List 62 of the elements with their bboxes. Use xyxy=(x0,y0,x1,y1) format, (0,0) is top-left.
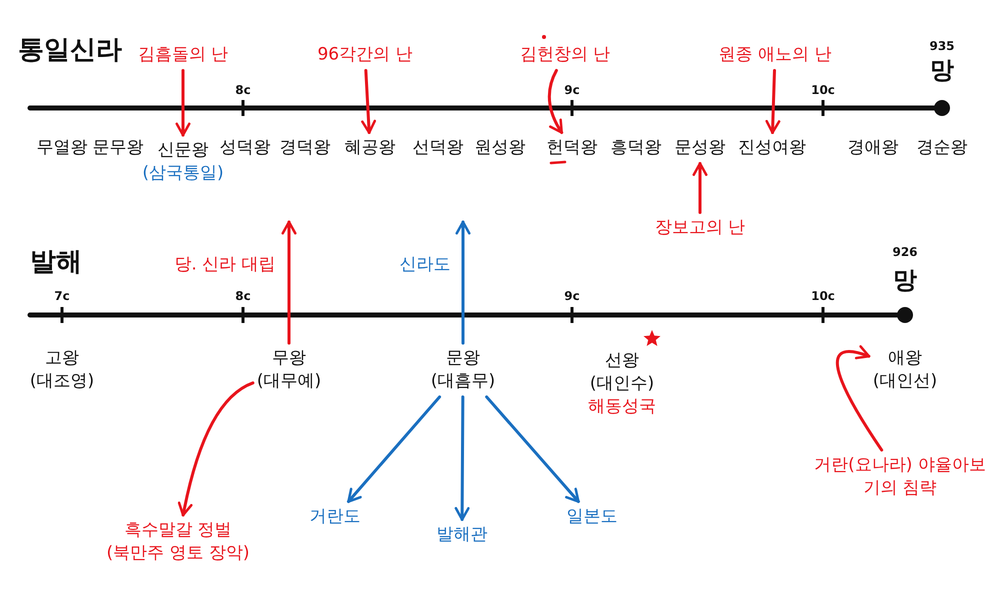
timeline-label: 926 xyxy=(892,246,918,258)
event-label: 장보고의 난 xyxy=(654,216,746,240)
section-title: 통일신라 xyxy=(18,37,122,63)
arrow xyxy=(485,395,580,504)
king-label: 선덕왕 xyxy=(412,136,464,160)
name-note: (대인수) xyxy=(590,372,654,396)
event-label: 김헌창의 난 xyxy=(520,44,610,66)
king-label: 성덕왕 xyxy=(220,136,270,160)
king-label: 흥덕왕 xyxy=(610,136,662,160)
king-label: 헌덕왕 xyxy=(546,136,598,160)
timeline-label: 7c xyxy=(54,290,70,302)
name-note: (북만주 영토 장악) xyxy=(106,542,250,565)
king-label: 문성왕 xyxy=(674,136,726,160)
arrow xyxy=(692,162,708,214)
arrow xyxy=(456,220,470,345)
section-title: 발해 xyxy=(30,249,82,275)
timeline-label: 10c xyxy=(811,290,835,302)
name-note: (대조영) xyxy=(30,370,94,393)
name-note: (대무예) xyxy=(256,370,322,393)
king-label: 문무왕 xyxy=(92,136,144,160)
event-label: 김흠돌의 난 xyxy=(138,44,228,66)
name-note: (대흠무) xyxy=(430,370,496,393)
arrow xyxy=(836,346,884,452)
timeline-label: 9c xyxy=(564,290,580,302)
arrow xyxy=(548,68,564,134)
route-label: 발해관 xyxy=(436,524,488,546)
event-label: 원종 애노의 난 xyxy=(718,44,832,66)
king-label: 애왕 xyxy=(888,347,922,370)
arrow xyxy=(178,381,254,517)
timeline-label: 8c xyxy=(235,84,251,96)
king-label: 경덕왕 xyxy=(280,136,330,160)
king-label: 문왕 xyxy=(446,347,480,370)
timeline-label: 8c xyxy=(235,290,251,302)
king-label: 경애왕 xyxy=(848,136,898,160)
king-label: 고왕 xyxy=(45,347,79,370)
timeline-label: 망 xyxy=(930,58,954,82)
king-label: 진성여왕 xyxy=(738,136,806,160)
event-label: 96각간의 난 xyxy=(317,44,413,66)
arrow xyxy=(176,68,190,137)
king-label: 선왕 xyxy=(605,350,639,373)
king-label: 경순왕 xyxy=(916,136,968,160)
arrow xyxy=(765,68,780,134)
name-note: (대인선) xyxy=(872,370,938,393)
king-label: 원성왕 xyxy=(474,136,526,160)
route-label: 거란도 xyxy=(310,506,360,528)
note-label: (삼국통일) xyxy=(142,162,224,185)
timeline-label: 9c xyxy=(564,84,580,96)
event-label: 흑수말갈 정벌 xyxy=(124,519,232,542)
arrow xyxy=(361,68,376,134)
arrow xyxy=(454,395,470,522)
king-label: 신문왕 xyxy=(158,139,208,162)
route-label: 일본도 xyxy=(566,506,618,528)
king-label: 무열왕 xyxy=(36,136,88,160)
note-label: 해동성국 xyxy=(588,395,656,418)
timeline-label: 935 xyxy=(929,40,955,52)
arrow xyxy=(346,395,442,504)
arrow xyxy=(282,220,296,345)
king-label: 혜공왕 xyxy=(344,136,396,160)
king-label: 무왕 xyxy=(272,347,306,370)
timeline-label: 10c xyxy=(811,84,835,96)
event-label: 거란(요나라) 야율아보기의 침략 xyxy=(812,454,988,500)
timeline-label: 망 xyxy=(893,268,917,292)
